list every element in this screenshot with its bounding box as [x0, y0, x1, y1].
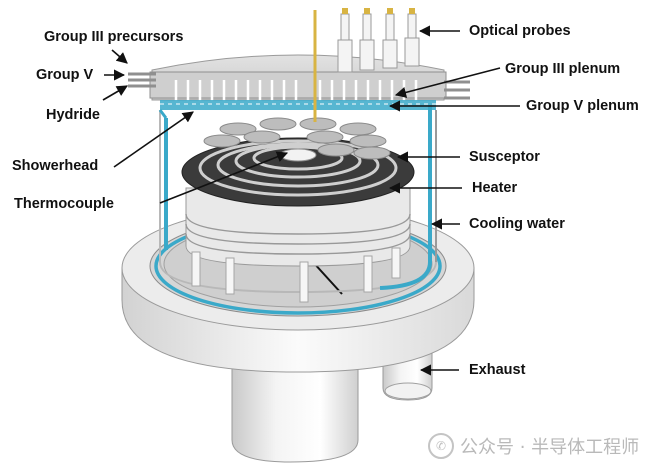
label-thermocouple: Thermocouple: [14, 196, 114, 212]
pump-tube: [231, 349, 359, 463]
support-legs: [191, 247, 401, 303]
label-exhaust: Exhaust: [469, 362, 526, 378]
label-group3-precursors: Group III precursors: [44, 29, 184, 45]
wafer-pockets: [203, 117, 391, 160]
callout-arrows: [102, 25, 520, 376]
watermark-text: 公众号 · 半导体工程师: [460, 437, 640, 458]
gas-inlet-pipes: [128, 72, 470, 100]
label-heater: Heater: [472, 180, 518, 196]
label-cooling-water: Cooling water: [469, 216, 565, 232]
label-group5-plenum: Group V plenum: [526, 98, 639, 114]
label-optical-probes: Optical probes: [469, 23, 571, 39]
optical-probes: [337, 8, 420, 73]
chamber-wall: [158, 105, 437, 294]
label-showerhead: Showerhead: [12, 158, 99, 174]
watermark: ✆ 公众号 · 半导体工程师: [428, 433, 639, 459]
heater-assembly: [185, 187, 411, 303]
susceptor: [181, 117, 415, 207]
showerhead-lid: [149, 54, 447, 110]
label-group3-plenum: Group III plenum: [505, 61, 621, 77]
label-hydride: Hydride: [46, 107, 100, 123]
label-susceptor: Susceptor: [469, 149, 540, 165]
wechat-official-account-icon: ✆: [428, 433, 454, 459]
label-group5: Group V: [36, 67, 94, 83]
